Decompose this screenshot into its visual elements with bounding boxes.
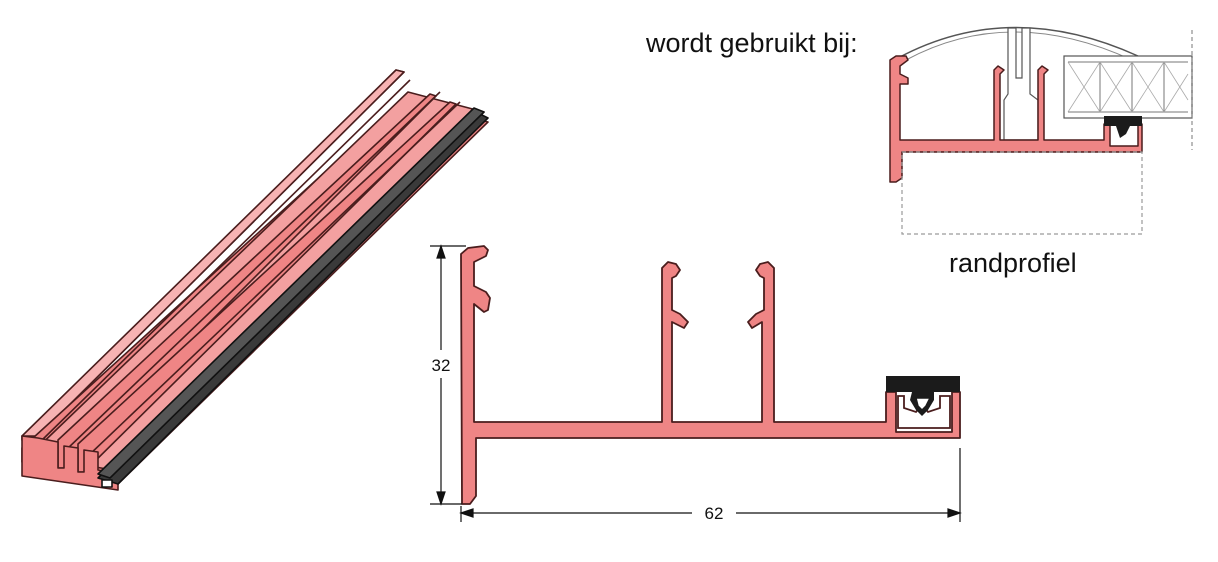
profile-3d-groove-1 [39, 79, 411, 443]
cross-section-gasket-foot-detail [915, 397, 932, 412]
usage-polycarbonate-panel [1063, 55, 1193, 119]
cross-section-gasket [886, 376, 960, 392]
usage-detail [889, 26, 1193, 235]
profile-3d-left-wall-top [21, 69, 405, 437]
edge-profile-label: randprofiel [949, 248, 1077, 278]
used-with-label: wordt gebruikt bij: [646, 28, 858, 58]
profile-3d-rib-2 [77, 101, 457, 473]
dimension-width [459, 448, 962, 522]
profile-3d-groove-2 [65, 91, 441, 451]
dimension-height [430, 244, 466, 506]
profile-3d-view [21, 69, 489, 491]
profile-3d-gasket-top [97, 107, 485, 479]
profile-cross-section [460, 245, 961, 505]
usage-edge-profile [889, 55, 1143, 183]
cross-section-body [460, 245, 961, 505]
usage-beam-outline [901, 151, 1143, 235]
profile-3d-gasket-end [101, 479, 113, 488]
usage-center-clamp [1003, 27, 1039, 141]
usage-gasket [1104, 116, 1142, 126]
dimension-height-label: 32 [432, 356, 451, 375]
dimension-width-label: 62 [705, 504, 724, 523]
profile-3d-groove-3 [87, 101, 461, 457]
